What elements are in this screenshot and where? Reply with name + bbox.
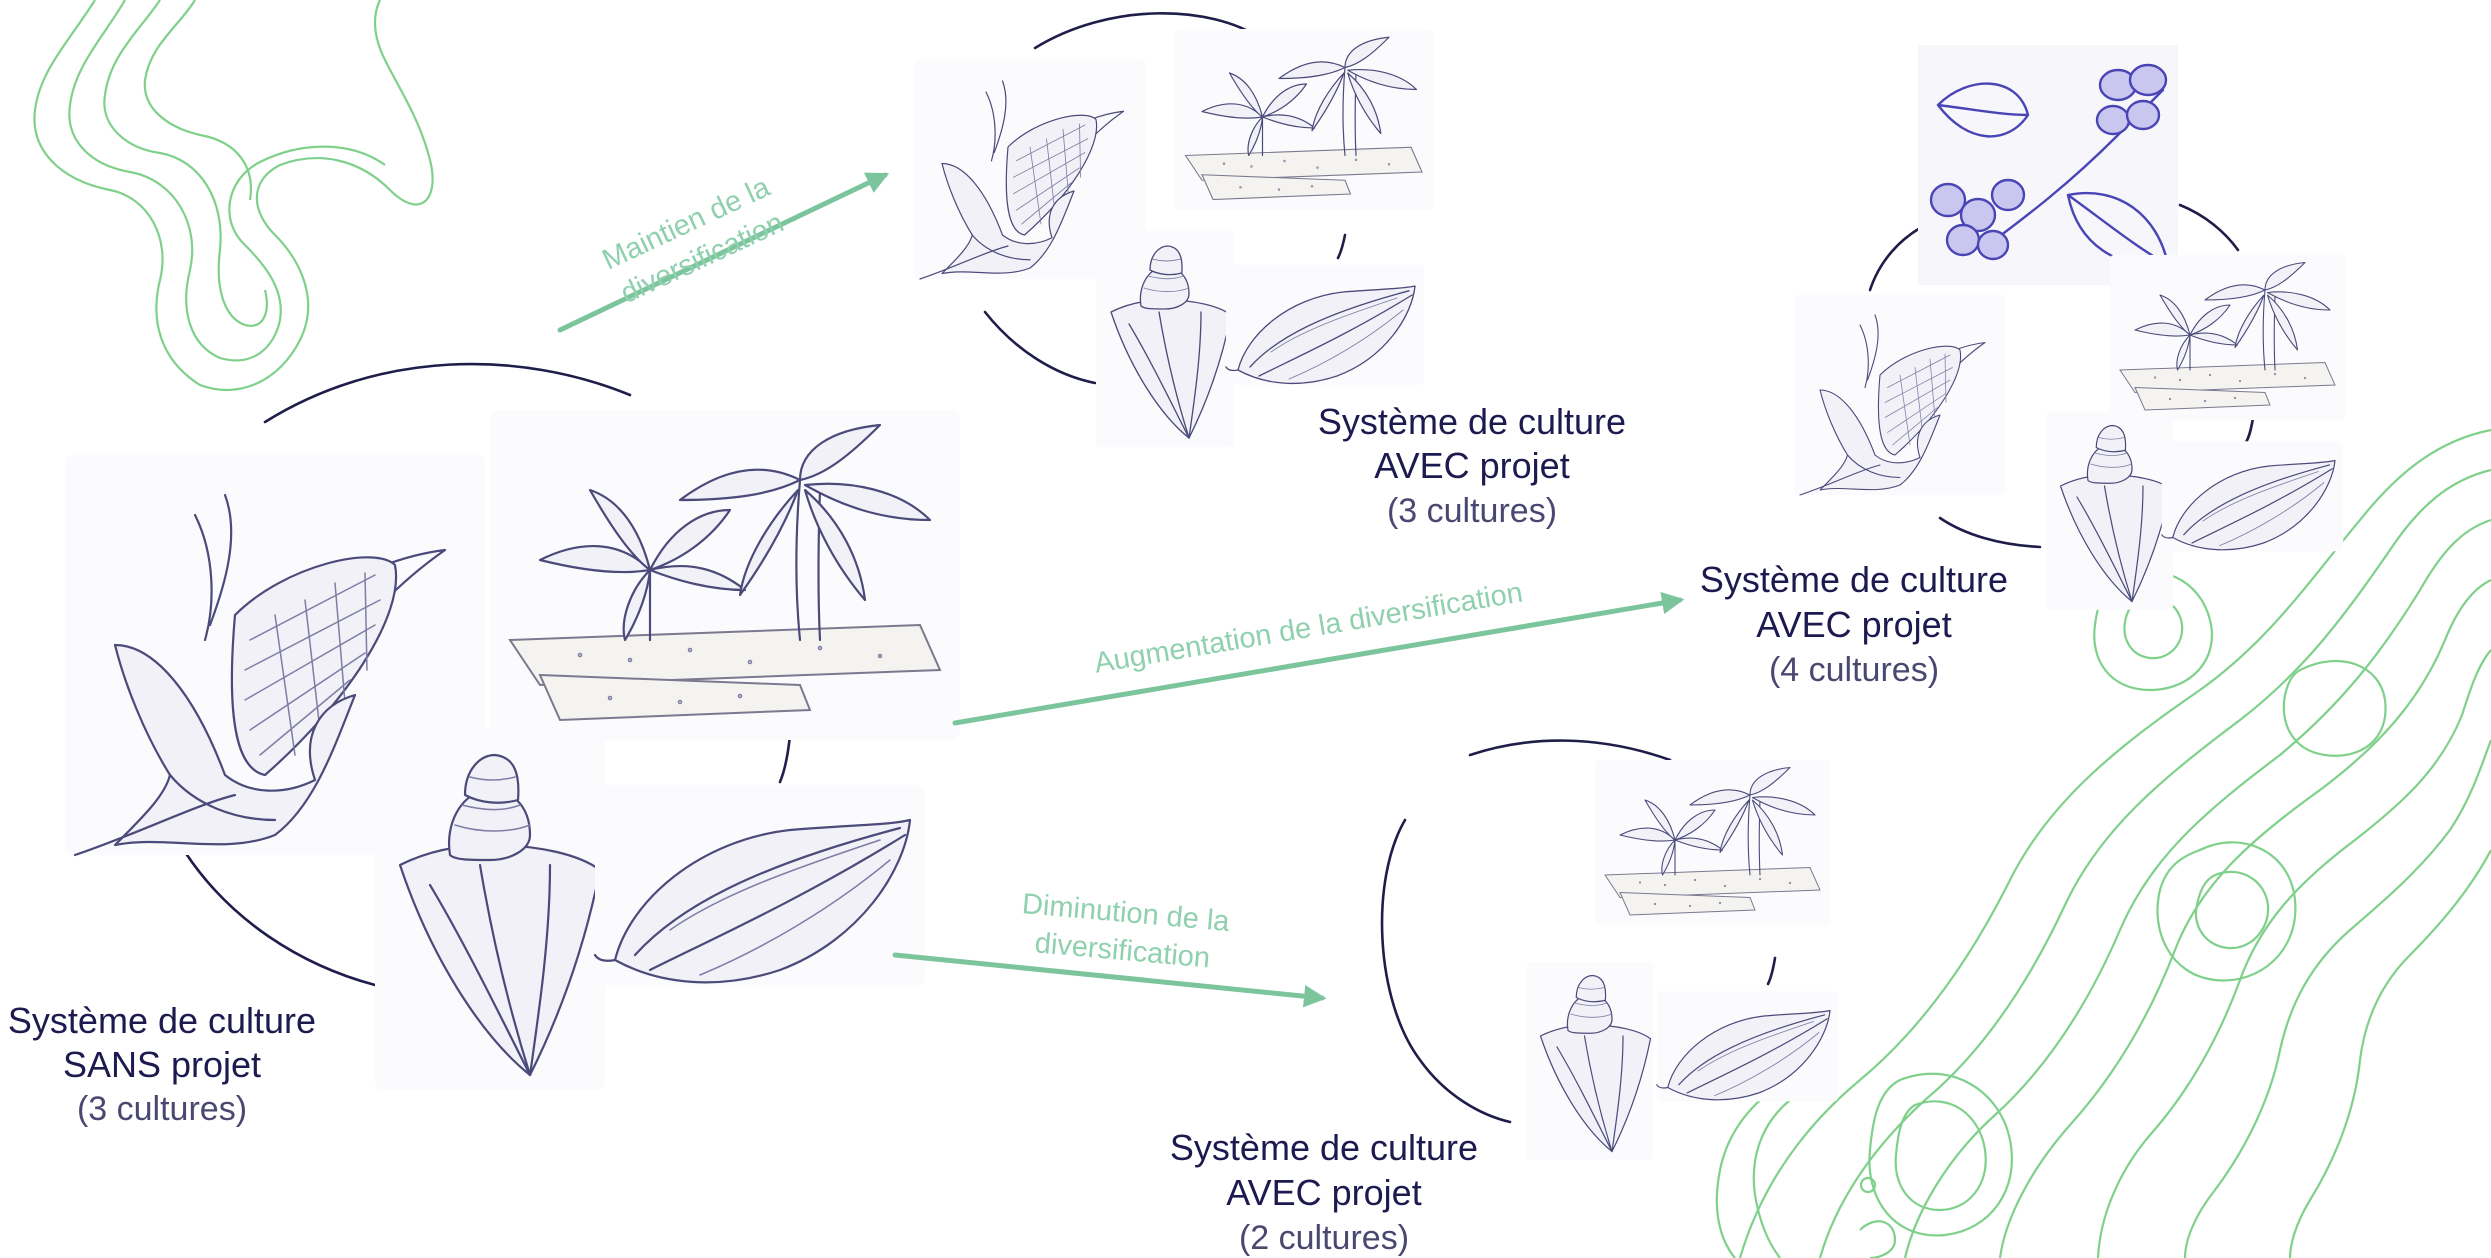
cocoa-pod-open-sketch — [1527, 962, 1654, 1160]
maize-sketch — [1795, 295, 2005, 495]
arrow-diminution: Diminution de la diversification — [895, 888, 1322, 998]
system-avec-projet-2: Système de culture AVEC projet (2 cultur… — [1170, 741, 1838, 1257]
system-subtitle: SANS projet — [63, 1044, 261, 1085]
system-crop-count: (3 cultures) — [1387, 492, 1557, 530]
cassava-sketch — [490, 410, 960, 740]
system-title: Système de culture — [1700, 559, 2008, 600]
system-crop-count: (4 cultures) — [1769, 651, 1939, 689]
cassava-sketch — [1175, 29, 1434, 211]
system-subtitle: AVEC projet — [1374, 445, 1569, 486]
cocoa-pod-sketch — [1226, 265, 1424, 385]
cocoa-pod-sketch — [2162, 441, 2344, 551]
system-title: Système de culture — [8, 1000, 316, 1041]
cassava-sketch — [1595, 760, 1830, 925]
crop-ring — [185, 852, 375, 985]
system-sans-projet: Système de culture SANS projet (3 cultur… — [8, 364, 960, 1128]
cocoa-pod-sketch — [1657, 991, 1839, 1101]
arrow-maintien: Maintien de la diversification — [560, 171, 885, 330]
cassava-sketch — [2110, 255, 2345, 420]
system-crop-count: (2 cultures) — [1239, 1219, 1409, 1257]
system-avec-projet-4: Système de culture AVEC projet (4 cultur… — [1700, 45, 2345, 689]
arrow-label: diversification — [1034, 927, 1212, 974]
system-subtitle: AVEC projet — [1756, 604, 1951, 645]
system-subtitle: AVEC projet — [1226, 1172, 1421, 1213]
contour-lines-top-left — [34, 0, 432, 390]
cocoa-pod-sketch — [595, 785, 925, 985]
system-crop-count: (3 cultures) — [77, 1090, 247, 1128]
cocoa-pod-open-sketch — [375, 730, 605, 1090]
coffee-branch-sketch — [1918, 45, 2178, 285]
arrow-augmentation: Augmentation de la diversification — [955, 577, 1680, 723]
cocoa-pod-open-sketch — [2047, 412, 2174, 610]
system-title: Système de culture — [1318, 401, 1626, 442]
system-title: Système de culture — [1170, 1127, 1478, 1168]
cocoa-pod-open-sketch — [1096, 231, 1234, 447]
system-avec-projet-3: Système de culture AVEC projet (3 cultur… — [915, 13, 1627, 530]
